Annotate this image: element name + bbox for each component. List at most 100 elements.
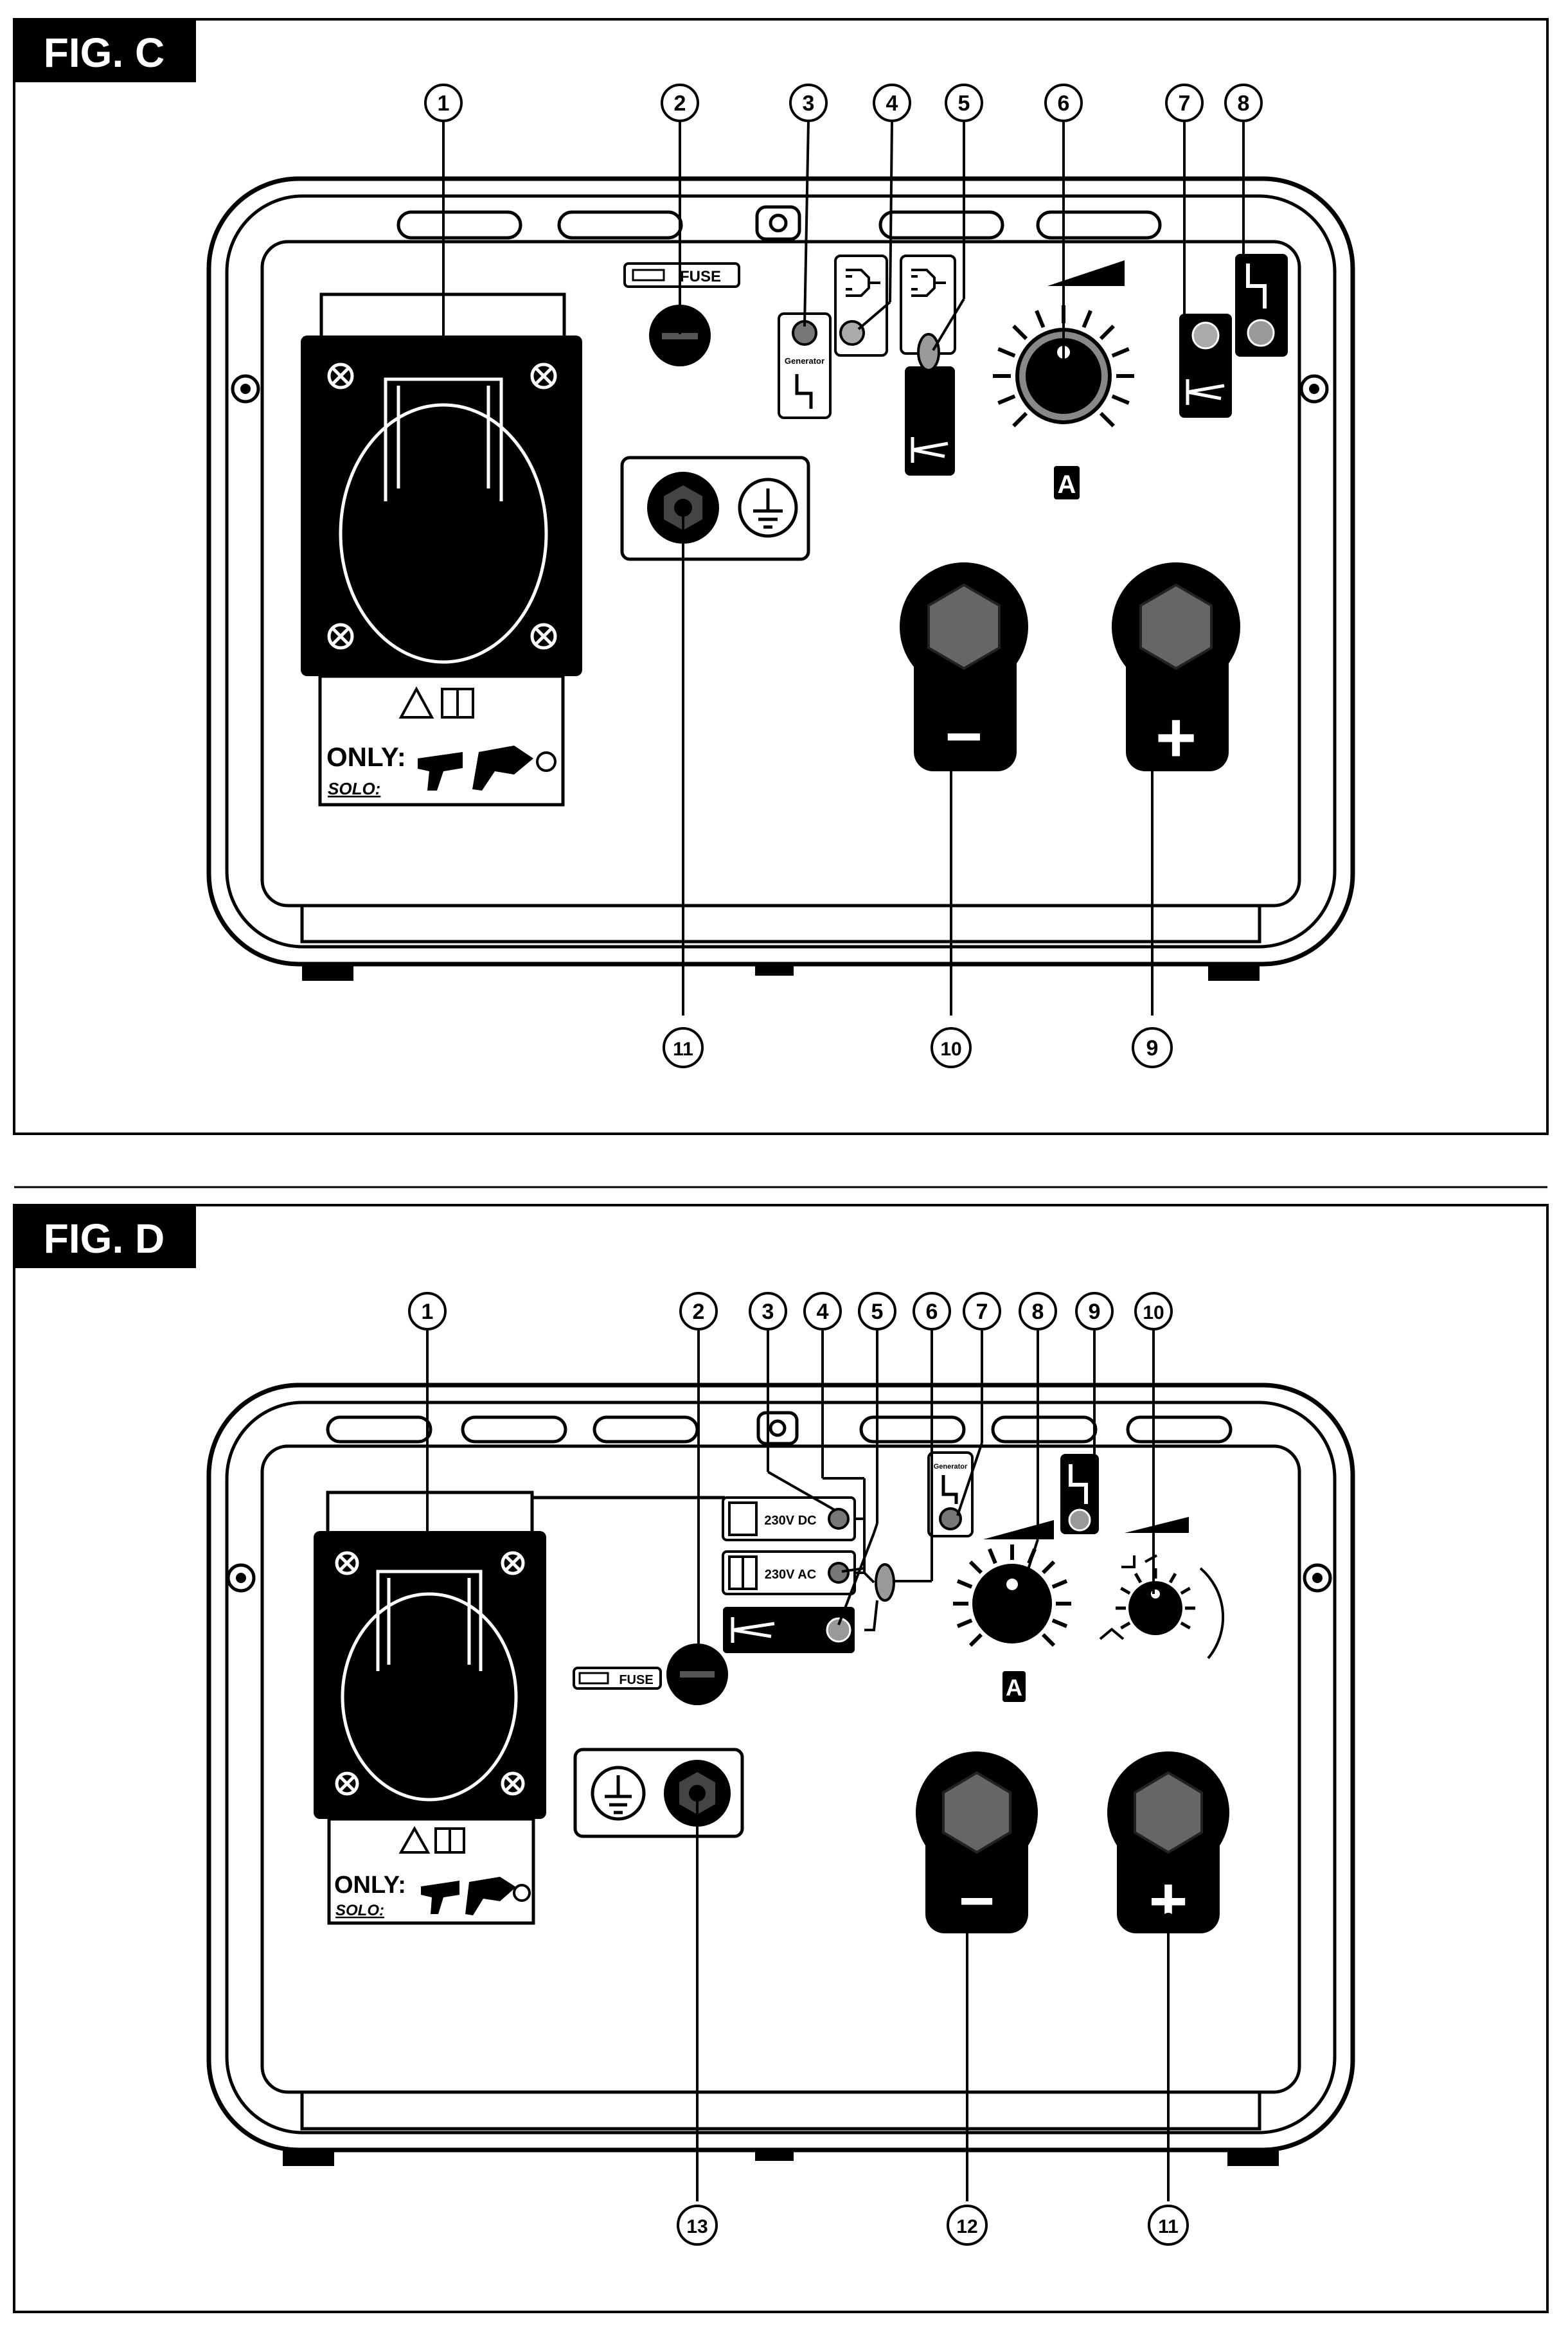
knob-icon <box>972 1564 1052 1643</box>
current-knob <box>953 1545 1071 1647</box>
socket-plate <box>314 1531 546 1819</box>
generator-led <box>939 1507 962 1530</box>
callout-circle: 12 <box>947 2205 988 2246</box>
vent-slot <box>878 210 1004 240</box>
housing-frame <box>225 1401 1337 2135</box>
terminal-icon <box>1139 583 1213 670</box>
knob-tick <box>1180 1621 1191 1630</box>
callout-circle: 1 <box>408 1292 447 1330</box>
knob-icon <box>1128 1581 1182 1635</box>
callout-label: 5 <box>871 1300 884 1324</box>
torch-led <box>826 1617 851 1643</box>
arc-scale <box>1199 1567 1225 1660</box>
dc-icon <box>728 1501 758 1536</box>
positive-terminal: + <box>1112 562 1240 777</box>
callout-label: 7 <box>1179 91 1191 116</box>
handle-lug-hole <box>769 1419 787 1437</box>
handle-lug <box>756 1411 799 1446</box>
amp-label-plate <box>1002 1671 1026 1702</box>
knob-tick <box>1012 325 1028 341</box>
vent-slot <box>326 1415 432 1444</box>
callout-label: 7 <box>976 1300 988 1324</box>
knob-tick <box>1168 1573 1177 1584</box>
amp-label: A <box>1058 470 1076 499</box>
callout-label: 11 <box>1158 2216 1179 2237</box>
callout-circle: 9 <box>1075 1292 1114 1330</box>
dc-label: 230V DC <box>764 1514 816 1528</box>
arc-mode-icon <box>1099 1627 1125 1640</box>
arc-force-ramp-icon <box>1125 1517 1189 1533</box>
callout-label: 13 <box>686 2216 708 2237</box>
callout-circle: 13 <box>677 2205 718 2246</box>
leader-lines <box>442 120 1245 1016</box>
ground-symbol-icon <box>738 478 798 538</box>
callout-circle: 6 <box>913 1292 951 1330</box>
bulb-icon <box>513 1884 531 1902</box>
knob-tick <box>1134 1573 1143 1584</box>
callout-label: 6 <box>926 1300 938 1324</box>
figure-c-callouts: 1 2 3 4 5 6 7 8 9 10 11 <box>424 84 1263 1068</box>
power-led <box>839 320 865 346</box>
leader-lines <box>426 1330 1174 2201</box>
warning-triangle-icon <box>398 1825 431 1854</box>
generator-step-icon <box>795 374 813 409</box>
warning-triangle-icon <box>398 686 434 719</box>
figure-d-border <box>13 1204 1549 2313</box>
figure-c-title: FIG. C <box>44 30 165 76</box>
housing-bottom-rail <box>300 906 1261 944</box>
callout-label: 4 <box>886 91 898 116</box>
amp-label: A <box>1006 1674 1022 1701</box>
socket-plate <box>301 336 582 676</box>
torch-output-indicator <box>723 1607 855 1653</box>
figure-c: FIG. C <box>13 18 1549 1135</box>
callout-circle: 11 <box>663 1027 704 1068</box>
generator-label: Generator <box>934 1463 968 1471</box>
positive-terminal: + <box>1107 1751 1229 1939</box>
dc-led <box>828 1508 850 1530</box>
knob-tick <box>1082 310 1092 328</box>
callout-circle: 1 <box>424 84 463 122</box>
callout-circle: 9 <box>1132 1027 1173 1068</box>
knob-tick <box>956 1618 973 1628</box>
foot-left <box>283 2148 334 2166</box>
torch-icon <box>731 1617 775 1643</box>
socket-icon <box>384 377 503 501</box>
figure-c-title-plate <box>14 19 196 82</box>
vent-slot <box>592 1415 699 1444</box>
knob-tick <box>1180 1586 1191 1595</box>
housing-bottom-rail <box>300 2092 1261 2131</box>
knob-tick <box>968 1560 983 1575</box>
fuse-icon <box>578 1672 609 1685</box>
bulb-icon <box>536 751 557 772</box>
increase-ramp-icon <box>1047 260 1125 286</box>
callout-label: 3 <box>762 1300 774 1324</box>
knob-tick <box>1120 1586 1131 1595</box>
plug-icon <box>911 269 946 297</box>
callout-label: 2 <box>693 1300 705 1324</box>
socket-label-primary: ONLY: <box>334 1872 406 1899</box>
knob-tick <box>1111 394 1130 405</box>
callout-label: 2 <box>674 91 686 116</box>
socket-outlet: ONLY: SOLO: <box>301 292 582 807</box>
fuse-label: FUSE <box>619 1673 653 1687</box>
generator-step-icon <box>941 1475 958 1504</box>
socket-label-secondary: SOLO: <box>335 1902 384 1919</box>
callout-circle: 11 <box>1148 2205 1189 2246</box>
positive-symbol: + <box>1155 698 1197 777</box>
drill-icon <box>418 752 463 791</box>
negative-symbol: − <box>959 1867 995 1935</box>
mode-switch <box>875 1563 895 1602</box>
callout-circle: 3 <box>789 84 828 122</box>
callout-label: 8 <box>1238 91 1250 116</box>
figure-d-title: FIG. D <box>44 1215 165 1262</box>
callout-label: 1 <box>438 91 450 116</box>
callout-label: 5 <box>958 91 970 116</box>
handle-lug-hole <box>769 213 788 233</box>
foot-right <box>1227 2148 1279 2166</box>
torch-mode-led <box>1191 321 1220 350</box>
mode-switch <box>917 333 940 372</box>
knob-tick <box>997 394 1016 405</box>
knob-tick <box>1041 1633 1056 1647</box>
knob-tick <box>1051 1618 1068 1628</box>
grinder-icon <box>465 1877 516 1915</box>
